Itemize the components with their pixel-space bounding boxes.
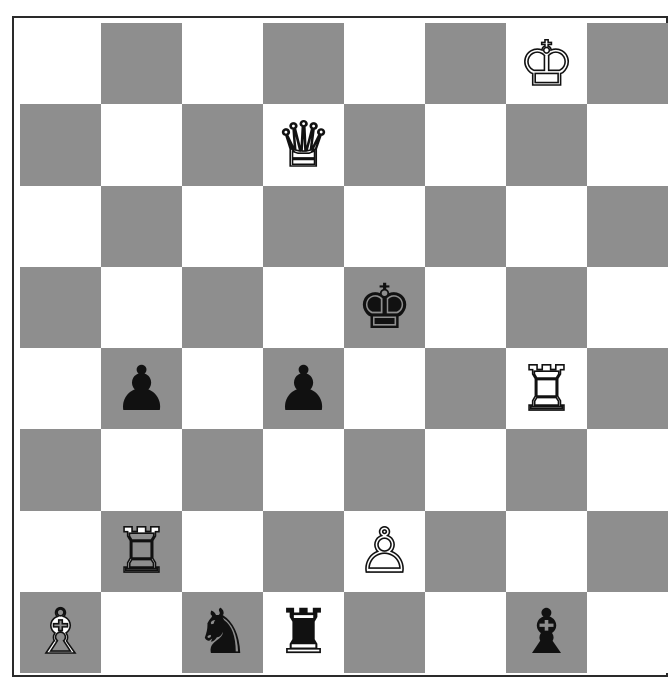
square-g6[interactable] <box>506 186 587 267</box>
square-a1[interactable]: ♗ <box>20 592 101 673</box>
square-b4[interactable]: ♟ <box>101 348 182 429</box>
white-pawn-icon[interactable]: ♙ <box>357 520 413 582</box>
black-pawn-icon[interactable]: ♟ <box>114 358 170 420</box>
square-d5[interactable] <box>263 267 344 348</box>
square-c4[interactable] <box>182 348 263 429</box>
white-king-icon[interactable]: ♔ <box>519 33 575 95</box>
black-bishop-icon[interactable]: ♝ <box>519 601 575 663</box>
white-queen-icon[interactable]: ♕ <box>276 114 332 176</box>
square-e4[interactable] <box>344 348 425 429</box>
square-f7[interactable] <box>425 104 506 185</box>
square-e6[interactable] <box>344 186 425 267</box>
square-e8[interactable] <box>344 23 425 104</box>
square-h4[interactable] <box>587 348 668 429</box>
square-d6[interactable] <box>263 186 344 267</box>
square-d7[interactable]: ♕ <box>263 104 344 185</box>
square-b5[interactable] <box>101 267 182 348</box>
square-a8[interactable] <box>20 23 101 104</box>
black-pawn-icon[interactable]: ♟ <box>276 358 332 420</box>
square-h6[interactable] <box>587 186 668 267</box>
square-e1[interactable] <box>344 592 425 673</box>
square-g2[interactable] <box>506 511 587 592</box>
square-b3[interactable] <box>101 429 182 510</box>
square-b8[interactable] <box>101 23 182 104</box>
square-c2[interactable] <box>182 511 263 592</box>
square-f5[interactable] <box>425 267 506 348</box>
square-a3[interactable] <box>20 429 101 510</box>
square-c1[interactable]: ♞ <box>182 592 263 673</box>
square-c3[interactable] <box>182 429 263 510</box>
square-c7[interactable] <box>182 104 263 185</box>
chessboard[interactable]: ♔ ♕ ♚ ♟ ♟ ♖ ♖ ♙ ♗ ♞ ♜ ♝ <box>20 23 668 673</box>
square-c8[interactable] <box>182 23 263 104</box>
square-g5[interactable] <box>506 267 587 348</box>
square-d1[interactable]: ♜ <box>263 592 344 673</box>
square-f8[interactable] <box>425 23 506 104</box>
white-rook-icon[interactable]: ♖ <box>519 358 575 420</box>
square-b1[interactable] <box>101 592 182 673</box>
square-g3[interactable] <box>506 429 587 510</box>
white-bishop-icon[interactable]: ♗ <box>33 601 89 663</box>
square-f6[interactable] <box>425 186 506 267</box>
square-f2[interactable] <box>425 511 506 592</box>
square-f3[interactable] <box>425 429 506 510</box>
square-c6[interactable] <box>182 186 263 267</box>
square-h7[interactable] <box>587 104 668 185</box>
square-a4[interactable] <box>20 348 101 429</box>
square-h8[interactable] <box>587 23 668 104</box>
square-h3[interactable] <box>587 429 668 510</box>
square-d2[interactable] <box>263 511 344 592</box>
square-e5[interactable]: ♚ <box>344 267 425 348</box>
square-c5[interactable] <box>182 267 263 348</box>
square-f4[interactable] <box>425 348 506 429</box>
square-b2[interactable]: ♖ <box>101 511 182 592</box>
square-a6[interactable] <box>20 186 101 267</box>
square-g1[interactable]: ♝ <box>506 592 587 673</box>
square-g4[interactable]: ♖ <box>506 348 587 429</box>
black-knight-icon[interactable]: ♞ <box>195 601 251 663</box>
square-a5[interactable] <box>20 267 101 348</box>
square-g8[interactable]: ♔ <box>506 23 587 104</box>
square-d4[interactable]: ♟ <box>263 348 344 429</box>
square-h2[interactable] <box>587 511 668 592</box>
square-d8[interactable] <box>263 23 344 104</box>
square-f1[interactable] <box>425 592 506 673</box>
black-king-icon[interactable]: ♚ <box>357 276 413 338</box>
black-rook-icon[interactable]: ♜ <box>276 601 332 663</box>
square-d3[interactable] <box>263 429 344 510</box>
square-e2[interactable]: ♙ <box>344 511 425 592</box>
square-e3[interactable] <box>344 429 425 510</box>
square-h5[interactable] <box>587 267 668 348</box>
white-rook-icon[interactable]: ♖ <box>114 520 170 582</box>
square-e7[interactable] <box>344 104 425 185</box>
square-g7[interactable] <box>506 104 587 185</box>
square-h1[interactable] <box>587 592 668 673</box>
square-b6[interactable] <box>101 186 182 267</box>
square-a7[interactable] <box>20 104 101 185</box>
square-a2[interactable] <box>20 511 101 592</box>
square-b7[interactable] <box>101 104 182 185</box>
